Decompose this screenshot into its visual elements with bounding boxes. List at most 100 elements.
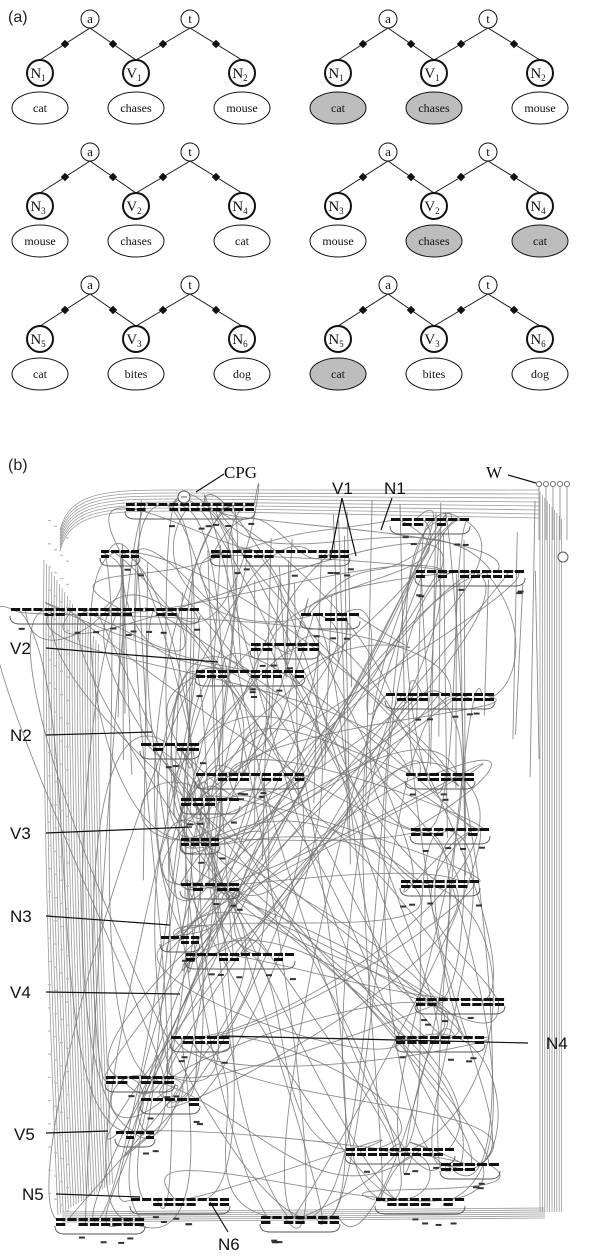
neuron-block [126,1136,134,1139]
word-label: dog [233,367,251,381]
neuron-sub-block [230,904,237,907]
wire [230,884,464,1166]
left-grid-cell [60,1181,63,1183]
neuron-block [229,670,238,673]
neuron-sub-block [243,568,250,571]
neuron-sub-block [249,688,256,691]
left-grid-cell [66,815,69,817]
v1-callout: V1 [332,479,353,498]
neuron-block [458,880,468,883]
left-grid-cell [66,746,69,748]
neuron-block [418,1036,428,1039]
neuron-block [207,773,216,776]
wire [145,504,224,1136]
neuron-block [434,1153,443,1156]
neuron-block [181,838,189,841]
wire [143,744,402,1202]
module-bracket [114,1138,156,1148]
module-bracket [394,1043,486,1053]
left-grid-cell [48,844,51,846]
neuron-sub-block [445,847,452,850]
neuron-block [229,798,239,801]
neuron-block [89,1218,100,1221]
wire [421,519,433,776]
neuron-block [463,698,472,701]
neuron-sub-block [234,572,241,575]
module-bracket [159,943,201,953]
module-cluster [389,518,471,546]
edge-marker [406,172,416,182]
neuron-block [346,1148,355,1151]
neuron-sub-block [200,762,206,765]
wire [284,519,460,1220]
left-grid-cell [66,537,69,539]
vertical-wire [399,503,405,703]
wire [162,694,440,1102]
neuron-block [419,698,428,701]
neuron-block [329,1221,339,1224]
neuron-block [515,570,524,573]
top-rail [59,489,540,531]
wire [81,609,139,1134]
left-grid-cell [48,1100,51,1102]
role-label-agent: a [87,277,93,292]
neuron-block [368,1148,377,1151]
vertical-wire [142,562,149,881]
neuron-block [111,608,121,611]
neuron-sub-block [147,1117,154,1120]
neuron-block [396,1041,406,1044]
left-track [50,571,67,1211]
wire [362,694,387,1202]
left-grid-cell [54,641,57,643]
left-grid-cell [60,879,63,881]
wire [166,999,448,1079]
neuron-block [245,508,254,511]
w-input-node [564,480,571,487]
wire [191,793,222,886]
neuron-block [427,570,436,573]
wire [136,548,251,646]
word-node [213,357,271,391]
neuron-sub-block [217,973,224,976]
left-track [48,567,64,1213]
wire [107,773,434,1079]
neuron-block [329,555,339,558]
neuron-block [325,618,335,621]
neural-network-diagram [0,480,571,1244]
wire [299,1143,401,1219]
neuron-sub-block [128,1095,135,1098]
neuron-block [89,608,99,611]
left-grid-cell [48,868,51,870]
neuron-block [390,1153,399,1156]
left-grid-cell [66,583,69,585]
neuron-block [181,803,191,806]
neuron-block [329,550,339,553]
n5-callout: N5 [22,1185,44,1204]
role-node-theme [180,142,200,162]
neuron-block [458,885,468,888]
v1-leader-line-b [341,497,357,557]
n1-leader-line [380,497,393,531]
neuron-sub-block [327,571,334,574]
word-node [107,224,165,258]
neuron-block [474,693,483,696]
neuron-block [55,613,65,616]
wire [103,609,472,1166]
neuron-block [407,1041,417,1044]
neuron-block [186,1198,196,1201]
neuron-sub-block [403,1172,410,1175]
neuron-block [286,643,296,646]
neuron-block [408,693,417,696]
wire [409,1141,464,1166]
vertical-wire [211,545,222,687]
wire [197,939,427,1039]
left-grid-cell [60,833,63,835]
neuron-sub-block [181,1056,188,1059]
module-bracket [399,887,481,897]
neuron-sub-block [412,1218,419,1221]
left-grid-cell [66,839,69,841]
neuron-block [297,648,308,651]
neuron-sub-block [260,792,267,795]
neuron-sub-block [291,574,298,577]
